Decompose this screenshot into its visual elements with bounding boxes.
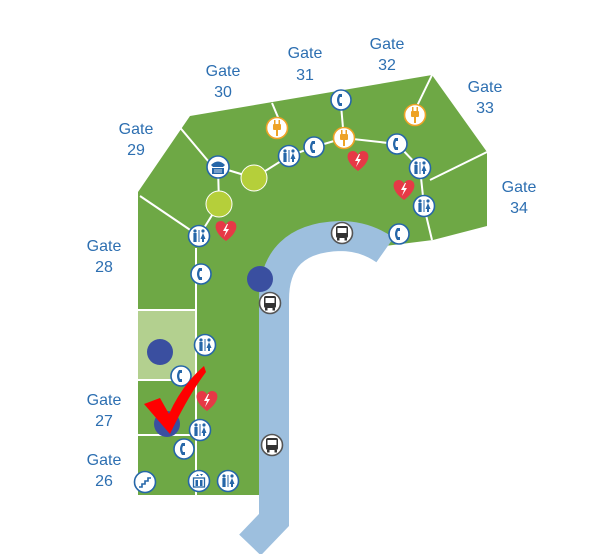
concourse-floor xyxy=(138,75,487,495)
restroom-icon[interactable] xyxy=(412,194,436,218)
phone-icon[interactable] xyxy=(330,89,352,111)
svg-text:Gate: Gate xyxy=(370,36,405,53)
svg-text:32: 32 xyxy=(378,57,396,74)
gate-label-32: Gate 32 xyxy=(370,36,405,74)
svg-text:30: 30 xyxy=(214,84,232,101)
svg-text:29: 29 xyxy=(127,142,145,159)
gate-marker-blue[interactable] xyxy=(147,339,173,365)
gate-label-31: Gate 31 xyxy=(288,45,323,84)
svg-text:33: 33 xyxy=(476,100,494,117)
svg-text:Gate: Gate xyxy=(502,179,537,196)
phone-icon[interactable] xyxy=(388,223,410,245)
svg-text:26: 26 xyxy=(95,473,113,490)
gate-label-29: Gate 29 xyxy=(119,121,154,159)
check-mark-icon xyxy=(144,366,206,434)
bus-icon[interactable] xyxy=(258,291,282,315)
restroom-icon[interactable] xyxy=(216,469,240,493)
svg-text:34: 34 xyxy=(510,200,528,217)
svg-text:Gate: Gate xyxy=(468,79,503,96)
restroom-icon[interactable] xyxy=(188,418,212,442)
tty-phone-icon[interactable] xyxy=(206,155,230,179)
charging-station-icon[interactable] xyxy=(403,103,427,127)
roadway xyxy=(239,220,394,554)
gate-marker-lime[interactable] xyxy=(240,164,268,192)
phone-icon[interactable] xyxy=(303,136,325,158)
elevator-icon[interactable] xyxy=(187,469,211,493)
restroom-icon[interactable] xyxy=(187,224,211,248)
svg-text:28: 28 xyxy=(95,259,113,276)
phone-icon[interactable] xyxy=(386,133,408,155)
svg-text:Gate: Gate xyxy=(87,452,122,469)
phone-icon[interactable] xyxy=(190,263,212,285)
gate-label-30: Gate 30 xyxy=(206,63,241,101)
phone-icon[interactable] xyxy=(173,438,195,460)
svg-text:Gate: Gate xyxy=(87,238,122,255)
svg-text:Gate: Gate xyxy=(206,63,241,80)
svg-text:Gate: Gate xyxy=(288,45,323,62)
gate-label-26: Gate 26 xyxy=(87,452,122,490)
svg-text:27: 27 xyxy=(95,413,113,430)
gate-marker-blue[interactable] xyxy=(247,266,273,292)
svg-text:Gate: Gate xyxy=(87,392,122,409)
gate-label-28: Gate 28 xyxy=(87,238,122,276)
svg-text:31: 31 xyxy=(296,67,314,84)
restroom-icon[interactable] xyxy=(277,144,301,168)
gate-label-27: Gate 27 xyxy=(87,392,122,430)
bus-icon[interactable] xyxy=(330,221,354,245)
bus-icon[interactable] xyxy=(260,433,284,457)
restroom-icon[interactable] xyxy=(193,333,217,357)
restroom-icon[interactable] xyxy=(408,156,432,180)
charging-station-icon[interactable] xyxy=(265,116,289,140)
gate-label-34: Gate 34 xyxy=(502,179,537,217)
gate-marker-lime[interactable] xyxy=(205,190,233,218)
stairs-icon[interactable] xyxy=(133,470,157,494)
gate-label-33: Gate 33 xyxy=(468,79,503,117)
svg-text:Gate: Gate xyxy=(119,121,154,138)
charging-station-icon[interactable] xyxy=(332,126,356,150)
